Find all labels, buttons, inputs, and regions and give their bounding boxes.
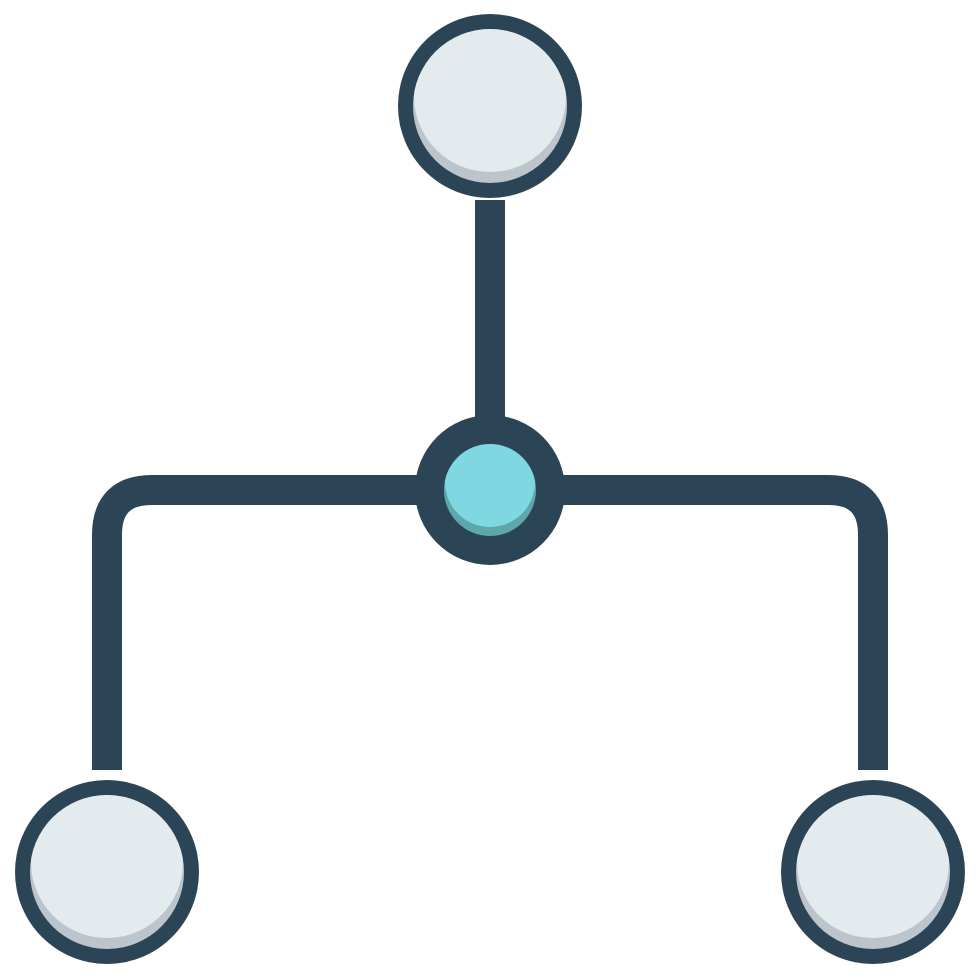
connector-right xyxy=(560,475,888,770)
left-node xyxy=(15,780,199,964)
hub-node xyxy=(415,415,565,565)
top-node xyxy=(398,14,582,198)
connector-lines xyxy=(92,200,888,770)
right-node xyxy=(781,780,965,964)
connector-left xyxy=(92,475,420,770)
